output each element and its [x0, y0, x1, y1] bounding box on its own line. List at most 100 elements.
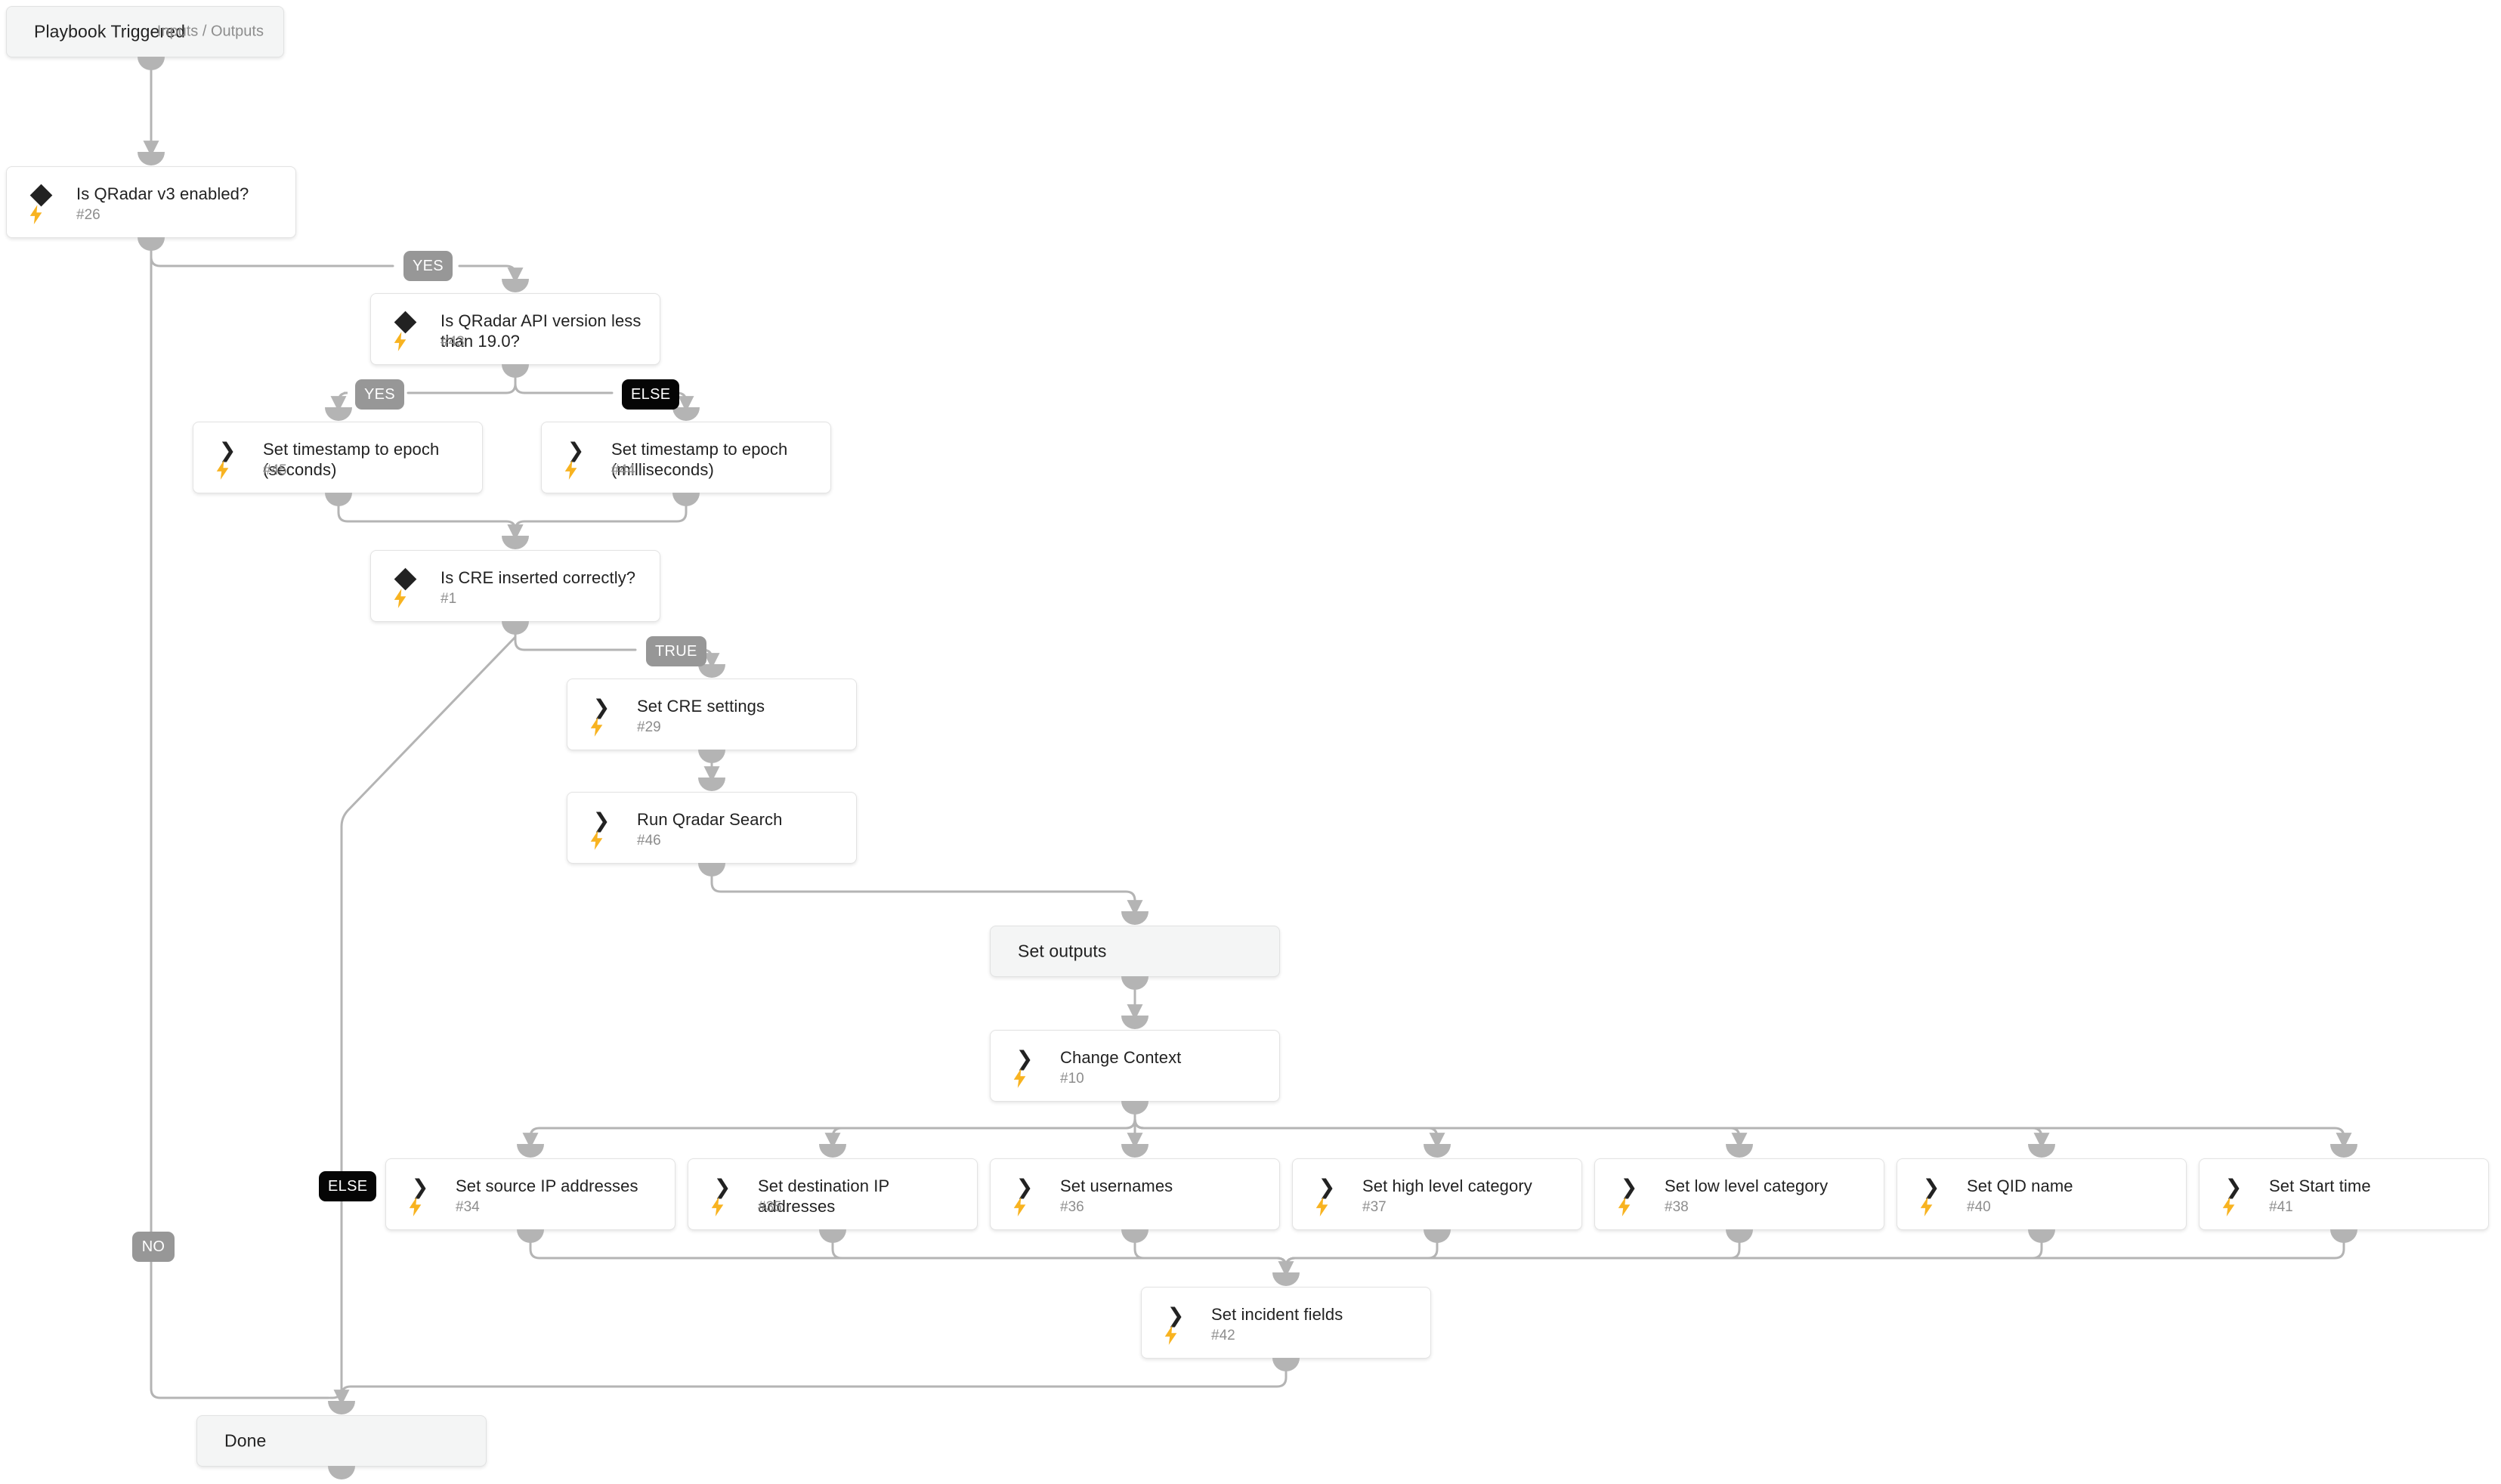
handle-dstip-top[interactable] [819, 1144, 846, 1158]
edge-cre-true-out [514, 626, 637, 651]
handle-srcip-top[interactable] [517, 1144, 544, 1158]
task-chevron-icon: ❯ [592, 695, 611, 719]
condition-node-is-cre-inserted-correctly[interactable]: Is CRE inserted correctly?#1 [370, 550, 660, 622]
node-id-label: #46 [637, 833, 661, 849]
automation-bolt-icon [1012, 1068, 1028, 1088]
handle-srcip-bottom[interactable] [517, 1229, 544, 1243]
edge-v3-yes-out [150, 243, 394, 267]
handle-qid-top[interactable] [2028, 1144, 2055, 1158]
task-node-set-usernames[interactable]: ❯ Set usernames #36 [990, 1158, 1280, 1230]
node-id-label: #44 [611, 462, 635, 478]
automation-bolt-icon [407, 1197, 424, 1217]
handle-highlevel-top[interactable] [1424, 1144, 1451, 1158]
handle-incident-bottom[interactable] [1272, 1358, 1300, 1371]
terminal-node-set-outputs[interactable]: Set outputs [990, 926, 1280, 977]
task-chevron-icon: ❯ [1922, 1175, 1940, 1199]
task-node-set-high-level-category[interactable]: ❯Set high level category#37 [1292, 1158, 1582, 1230]
handle-lowlevel-bottom[interactable] [1726, 1229, 1753, 1243]
edge-src-ip-to-incident [529, 1235, 1294, 1278]
edge-qid-to-incident [1285, 1235, 2043, 1277]
handle-highlevel-bottom[interactable] [1424, 1229, 1451, 1243]
branch-label-else-cre-inserted: ELSE [319, 1171, 377, 1201]
handle-starttime-top[interactable] [2330, 1144, 2357, 1158]
handle-starttime-bottom[interactable] [2330, 1229, 2357, 1243]
edge-start-time-to-incident [1285, 1235, 2345, 1277]
task-chevron-icon: ❯ [1016, 1175, 1034, 1199]
handle-v3-top[interactable] [138, 152, 165, 165]
task-node-set-qid-name[interactable]: ❯Set QID name#40 [1897, 1158, 2187, 1230]
node-id-label: #45 [263, 462, 287, 478]
automation-bolt-icon [589, 830, 605, 850]
node-title: Set usernames [1060, 1176, 1173, 1195]
node-title: Set high level category [1362, 1176, 1532, 1195]
node-title: Is QRadar v3 enabled? [76, 184, 249, 203]
automation-bolt-icon [215, 460, 231, 480]
task-node-set-destination-ip-addresses[interactable]: ❯Set destination IP addresses#35 [688, 1158, 978, 1230]
condition-diamond-icon [392, 311, 418, 333]
handle-changecontext-bottom[interactable] [1121, 1101, 1148, 1115]
handle-cre-top[interactable] [502, 536, 529, 549]
edge-incident-to-done [333, 1363, 1288, 1406]
inputs-outputs-link[interactable]: Inputs / Outputs [156, 23, 264, 40]
handle-seconds-bottom[interactable] [325, 493, 352, 506]
handle-cresettings-bottom[interactable] [698, 750, 725, 763]
handle-search-top[interactable] [698, 778, 725, 791]
edge-api-yes-out [407, 369, 517, 394]
handle-qid-bottom[interactable] [2028, 1229, 2055, 1243]
handle-trigger-bottom[interactable] [138, 57, 165, 70]
node-id-label: #34 [456, 1199, 480, 1215]
terminal-node-done[interactable]: Done [196, 1415, 487, 1467]
edge-low-level-to-incident [1285, 1235, 1741, 1277]
handle-setoutputs-top[interactable] [1121, 911, 1148, 925]
handle-usernames-bottom[interactable] [1121, 1229, 1148, 1243]
node-id-label: #1 [441, 591, 457, 607]
task-node-set-cre-settings[interactable]: ❯Set CRE settings#29 [567, 679, 857, 750]
node-title: Set CRE settings [637, 697, 765, 716]
condition-node-is-qradar-v3-enabled[interactable]: Is QRadar v3 enabled?#26 [6, 166, 296, 238]
handle-done-top[interactable] [328, 1401, 355, 1414]
handle-millis-bottom[interactable] [672, 493, 700, 506]
automation-bolt-icon [1012, 1197, 1028, 1217]
task-node-change-context[interactable]: ❯Change Context#10 [990, 1030, 1280, 1102]
automation-bolt-icon [392, 332, 409, 351]
task-node-set-timestamp-to-epoch-seconds[interactable]: ❯Set timestamp to epoch (seconds)#45 [193, 422, 483, 493]
node-id-label: #41 [2269, 1199, 2293, 1215]
edge-cc-to-qid [1133, 1106, 2050, 1149]
handle-cresettings-top[interactable] [698, 664, 725, 678]
automation-bolt-icon [709, 1197, 726, 1217]
handle-search-bottom[interactable] [698, 863, 725, 876]
task-node-set-low-level-category[interactable]: ❯Set low level category#38 [1594, 1158, 1884, 1230]
task-node-set-start-time[interactable]: ❯Set Start time#41 [2199, 1158, 2489, 1230]
task-node-run-qradar-search[interactable]: ❯Run Qradar Search#46 [567, 792, 857, 864]
handle-seconds-top[interactable] [325, 407, 352, 421]
automation-bolt-icon [2221, 1197, 2237, 1217]
handle-incident-top[interactable] [1272, 1272, 1300, 1286]
handle-setoutputs-bottom[interactable] [1121, 976, 1148, 990]
handle-changecontext-top[interactable] [1121, 1016, 1148, 1029]
handle-lowlevel-top[interactable] [1726, 1144, 1753, 1158]
handle-v3-bottom[interactable] [138, 237, 165, 251]
node-title: Change Context [1060, 1048, 1182, 1067]
task-node-set-incident-fields[interactable]: ❯Set incident fields#42 [1141, 1287, 1431, 1359]
node-title: Is QRadar API version less than 19.0? [441, 311, 641, 351]
handle-millis-top[interactable] [672, 407, 700, 421]
branch-label-else-api-version: ELSE [622, 379, 680, 410]
branch-label-true-cre-inserted: TRUE [646, 636, 706, 666]
task-node-set-source-ip-addresses[interactable]: ❯Set source IP addresses#34 [385, 1158, 675, 1230]
handle-api-bottom[interactable] [502, 364, 529, 378]
condition-node-is-qradar-api-version-less-than-19[interactable]: Is QRadar API version less than 19.0?#43 [370, 293, 660, 365]
branch-label-yes-qradar-v3: YES [403, 251, 453, 281]
handle-usernames-top[interactable] [1121, 1144, 1148, 1158]
handle-dstip-bottom[interactable] [819, 1229, 846, 1243]
node-title: Set timestamp to epoch (milliseconds) [611, 440, 788, 479]
node-id-label: #36 [1060, 1199, 1084, 1215]
node-title: Playbook Triggered [34, 21, 185, 42]
edge-search-to-setoutputs [710, 868, 1143, 917]
task-node-set-timestamp-to-epoch-milliseconds[interactable]: ❯Set timestamp to epoch (milliseconds)#4… [541, 422, 831, 493]
handle-cre-bottom[interactable] [502, 621, 529, 635]
edge-millis-to-cre [507, 498, 688, 541]
handle-done-bottom[interactable] [328, 1466, 355, 1479]
handle-api-top[interactable] [502, 279, 529, 292]
